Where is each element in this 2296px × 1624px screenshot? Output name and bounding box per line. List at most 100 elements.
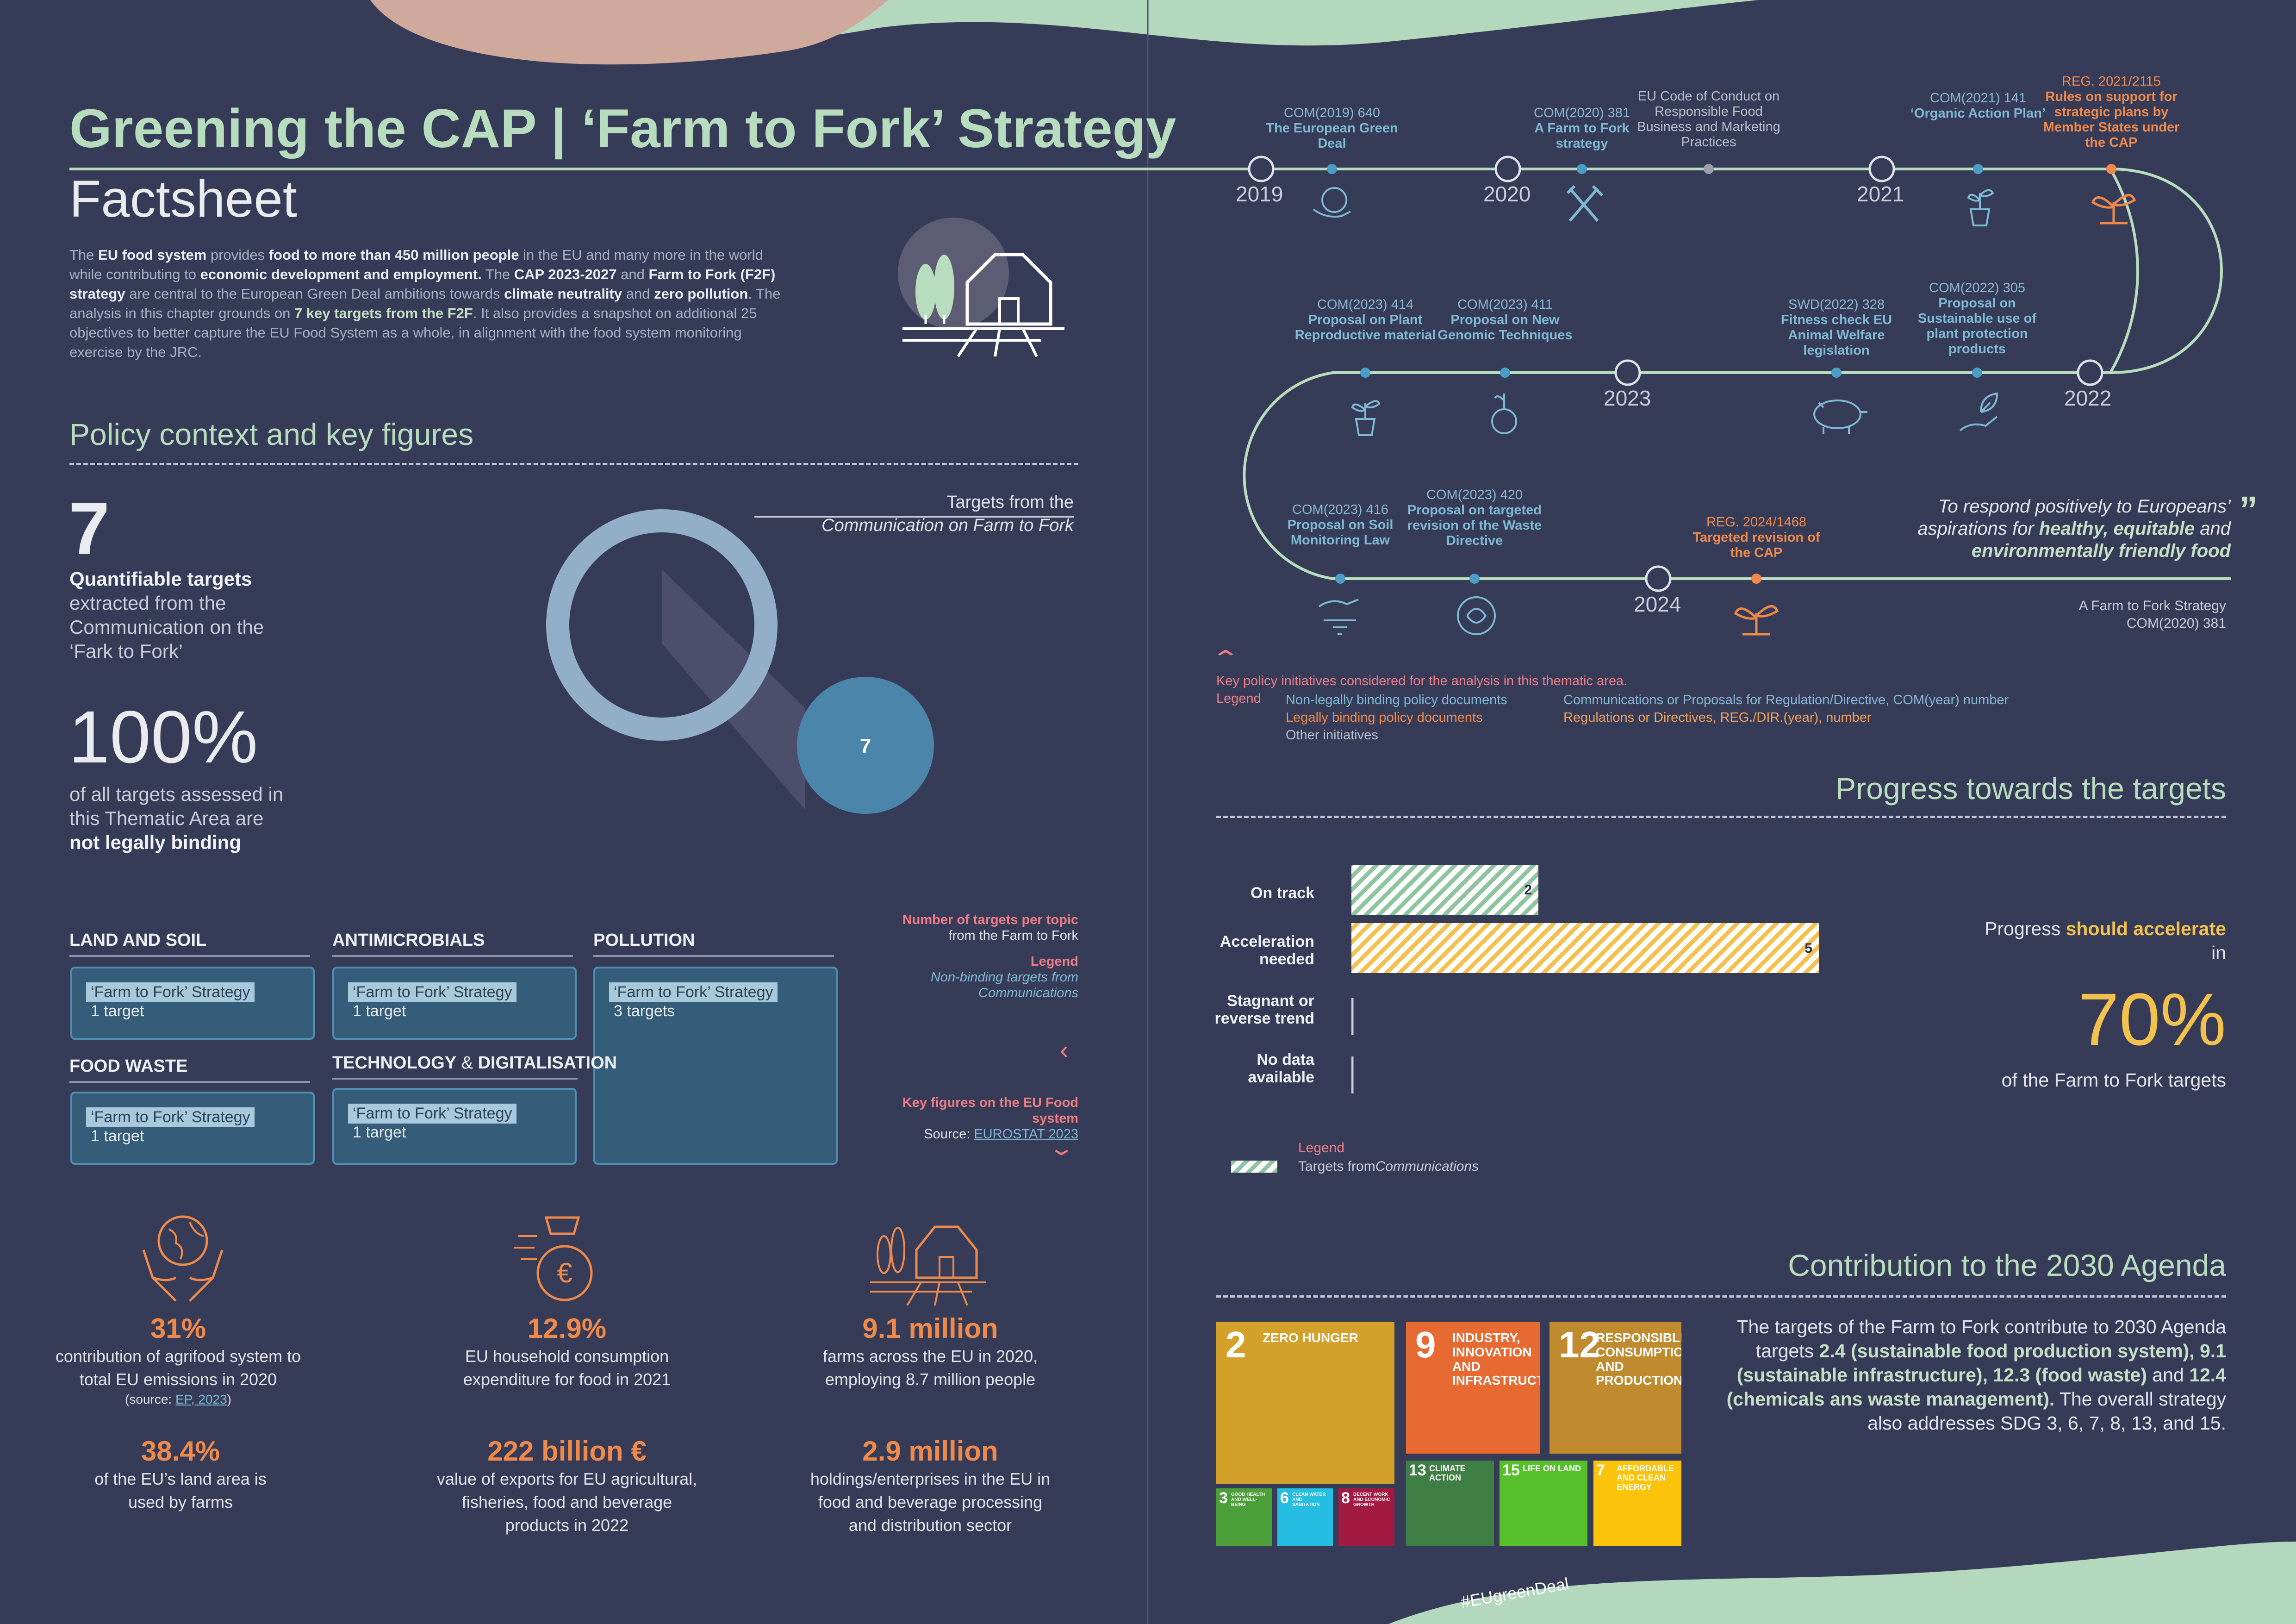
legend-hatch-swatch	[1231, 1161, 1277, 1173]
sdg-number: 3	[1219, 1489, 1228, 1507]
timeline-item-organic-action-plan: COM(2021) 141‘Organic Action Plan’	[1910, 91, 2046, 121]
ep-2023-link[interactable]: EP, 2023	[175, 1392, 227, 1406]
key-figure-exports: 222 billion € value of exports for EU ag…	[436, 1436, 697, 1535]
year-2024: 2024	[1634, 592, 1681, 616]
sdg-tile: 2 ZERO HUNGER	[1216, 1322, 1394, 1484]
soil-hand-icon	[1318, 599, 1359, 635]
sdg-title: DECENT WORK AND ECONOMIC GROWTH	[1353, 1492, 1390, 1507]
sdg-number: 15	[1502, 1462, 1520, 1479]
targets-count: 7	[68, 487, 110, 570]
sprout-orange-icon	[1734, 605, 1779, 636]
chevron-up-icon[interactable]: ⌃	[1210, 647, 1241, 671]
sdg-number: 9	[1415, 1324, 1436, 1365]
progress-legend: Legend Targets from Communications	[1231, 1139, 1479, 1176]
progress-bar-chart: 25	[1351, 865, 1819, 1093]
progress-label-no-data: No data available	[1248, 1051, 1314, 1086]
page-title: Greening the CAP | ‘Farm to Fork’ Strate…	[69, 98, 1176, 159]
progress-value-label: 5	[1804, 941, 1812, 956]
sdg-number: 13	[1409, 1462, 1426, 1479]
timeline-legend-label: Legend	[1216, 691, 1261, 706]
donut-caption-rule	[754, 516, 1074, 518]
key-figures-legend: Key figures on the EU Food system Source…	[902, 1095, 1078, 1142]
sdg-title: CLEAN WATER AND SANITATION	[1292, 1492, 1326, 1507]
topic-tag: ‘Farm to Fork’ Strategy	[86, 982, 255, 1002]
earth-hand-icon	[1313, 187, 1351, 218]
topic-count: 1 target	[91, 1127, 144, 1145]
sdg-number: 8	[1341, 1489, 1350, 1507]
sdg-title: ZERO HUNGER	[1263, 1330, 1358, 1345]
timeline-item-code-of-conduct: EU Code of Conduct on Responsible Food B…	[1637, 89, 1780, 150]
intro-paragraph: The EU food system provides food to more…	[69, 247, 781, 360]
topic-heading-antimicrobials: ANTIMICROBIALS	[332, 931, 573, 957]
plant-pot-icon	[1967, 189, 1994, 226]
topic-tag: ‘Farm to Fork’ Strategy	[348, 982, 517, 1002]
year-2020: 2020	[1483, 182, 1531, 206]
sdg-tile: 9 INDUSTRY, INNOVATION AND INFRASTRUCTURE	[1406, 1322, 1540, 1454]
topic-count: 3 targets	[614, 1002, 675, 1020]
topic-tag: ‘Farm to Fork’ Strategy	[86, 1107, 255, 1127]
potted-plant-icon	[1351, 400, 1381, 436]
sprout-icon	[2091, 194, 2136, 225]
quote-mark-icon: ”	[2239, 489, 2258, 530]
key-figure-expenditure: 12.9% EU household consumption expenditu…	[463, 1313, 671, 1389]
chevron-down-icon[interactable]: ⌄	[1047, 1137, 1075, 1160]
year-2021: 2021	[1857, 182, 1904, 206]
topic-count: 1 target	[353, 1002, 406, 1020]
year-2022: 2022	[2064, 386, 2112, 410]
sdg-grid: 2 ZERO HUNGER 9 INDUSTRY, INNOVATION AND IN…	[1216, 1322, 1681, 1546]
timeline-track	[1185, 156, 2231, 592]
progress-side-text: Progress should accelerate in	[1985, 918, 2226, 963]
topic-box-antimicrobials: ‘Farm to Fork’ Strategy 1 target	[332, 967, 577, 1040]
topics-legend: Number of targets per topic from the Far…	[902, 912, 1078, 1000]
eurostat-link[interactable]: EUROSTAT 2023	[974, 1127, 1078, 1142]
progress-label-stagnant: Stagnant or reverse trend	[1214, 992, 1314, 1027]
sdg-number: 7	[1596, 1462, 1605, 1479]
progress-side-caption: of the Farm to Fork targets	[2001, 1069, 2226, 1091]
timeline-legend-title: Key policy initiatives considered for th…	[1216, 674, 1628, 688]
topic-box-food-waste: ‘Farm to Fork’ Strategy 1 target	[70, 1092, 315, 1165]
earth-hands-icon	[142, 1215, 224, 1302]
progress-label-on-track: On track	[1251, 884, 1314, 902]
key-figure-farms: 9.1 million farms across the EU in 2020,…	[822, 1313, 1038, 1389]
progress-heading: Progress towards the targets	[1836, 771, 2226, 806]
sdg-title: CLIMATE ACTION	[1429, 1464, 1466, 1482]
hand-leaf-icon	[1959, 392, 1998, 431]
topic-box-land-soil: ‘Farm to Fork’ Strategy 1 target	[70, 967, 315, 1040]
progress-bar	[1351, 865, 1538, 915]
sdg-number: 2	[1226, 1324, 1246, 1365]
progress-bar	[1351, 923, 1819, 973]
donut-value: 7	[860, 735, 871, 757]
timeline-legend-items: Non-legally binding policy documents Leg…	[1286, 693, 1507, 743]
fork-knife-icon	[1566, 185, 1604, 222]
topic-tag: ‘Farm to Fork’ Strategy	[348, 1104, 517, 1124]
timeline-legend-descriptions: Communications or Proposals for Regulati…	[1563, 693, 2009, 725]
sdg-title: LIFE ON LAND	[1523, 1464, 1581, 1473]
sdg-number: 12	[1559, 1324, 1600, 1365]
money-bag-euro-icon: €	[514, 1216, 593, 1301]
topic-heading-technology: TECHNOLOGY & DIGITALISATION	[332, 1053, 617, 1080]
topic-count: 1 target	[91, 1002, 144, 1020]
sdg-title: INDUSTRY, INNOVATION AND INFRASTRUCTURE	[1452, 1330, 1540, 1388]
topic-tag: ‘Farm to Fork’ Strategy	[609, 982, 778, 1002]
topic-heading-pollution: POLLUTION	[593, 931, 834, 957]
key-figure-emissions: 31% contribution of agrifood system to t…	[55, 1313, 301, 1406]
policy-heading: Policy context and key figures	[69, 417, 474, 451]
sdg-title: RESPONSIBLE CONSUMPTION AND PRODUCTION	[1596, 1330, 1681, 1388]
progress-value-label: 2	[1524, 882, 1532, 898]
chevron-left-icon[interactable]: ‹	[1060, 1035, 1069, 1064]
